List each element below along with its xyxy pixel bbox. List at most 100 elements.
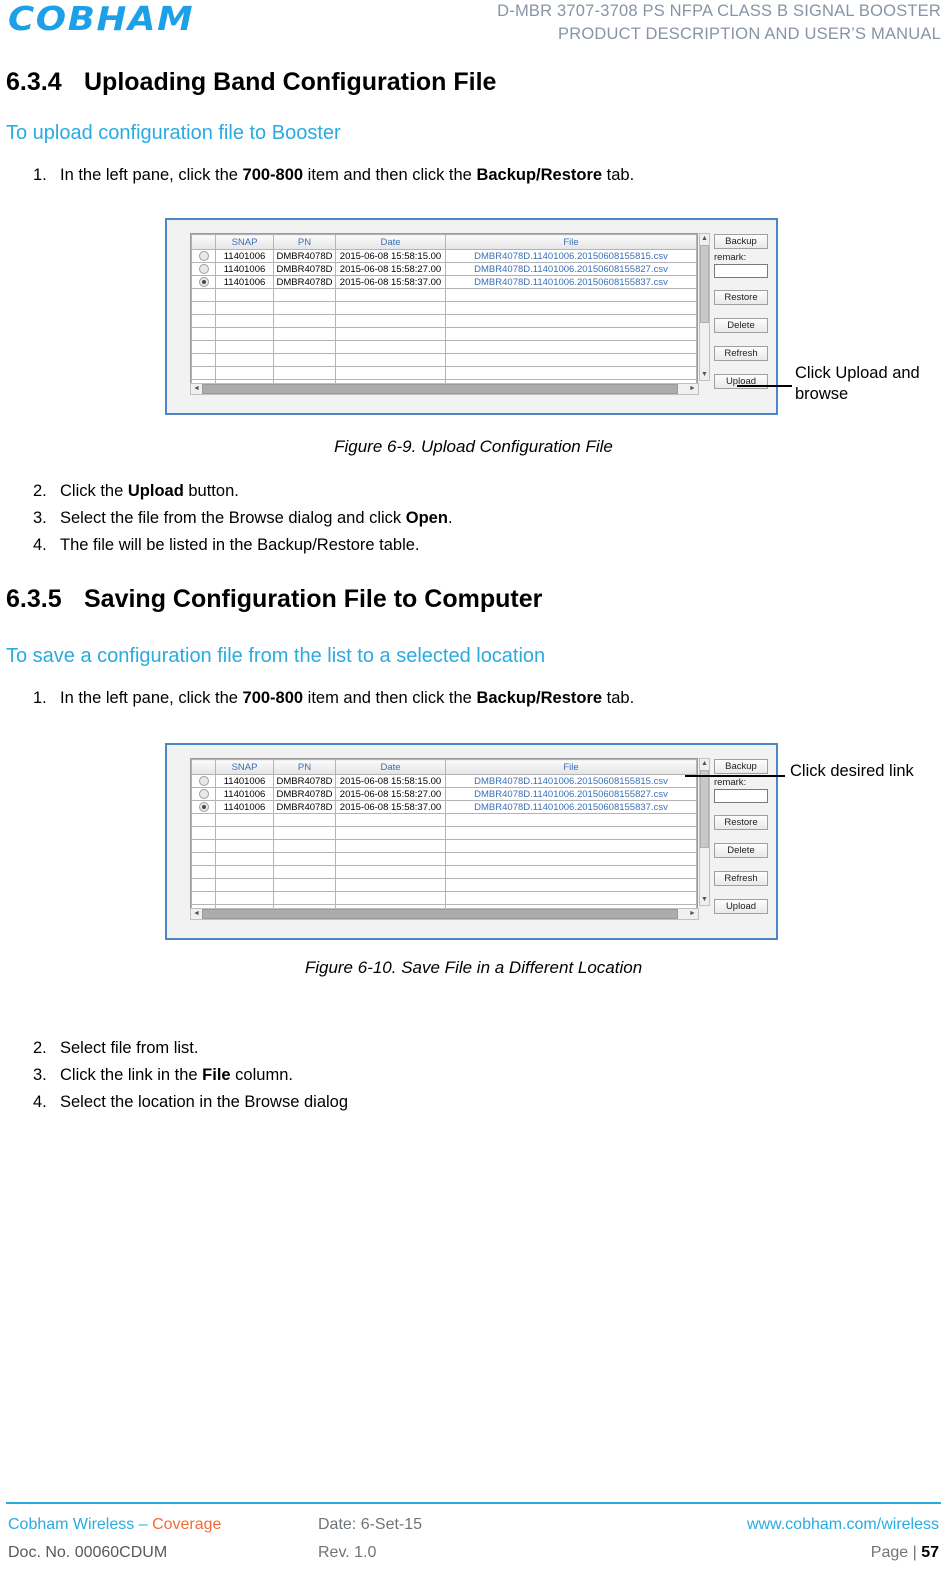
- table-row[interactable]: 11401006 DMBR4078D 2015-06-08 15:58:27.0…: [191, 262, 697, 276]
- table-row-empty[interactable]: [191, 288, 697, 302]
- step-bold-open: Open: [405, 509, 448, 527]
- cell-file-link[interactable]: DMBR4078D.11401006.20150608155815.csv: [445, 249, 697, 263]
- section-subtitle-634: To upload configuration file to Booster: [6, 122, 341, 144]
- figure-6-10-screenshot: SNAP PN Date File 11401006 DMBR4078D 201…: [165, 743, 778, 940]
- table-row-empty[interactable]: [191, 340, 697, 354]
- table-row-empty[interactable]: [191, 852, 697, 866]
- refresh-button[interactable]: Refresh: [714, 346, 768, 361]
- table-row[interactable]: 11401006 DMBR4078D 2015-06-08 15:58:37.0…: [191, 800, 697, 814]
- column-header-file[interactable]: File: [445, 234, 697, 250]
- table-row-empty[interactable]: [191, 891, 697, 905]
- column-header-snap[interactable]: SNAP: [215, 759, 274, 775]
- radio-button-icon[interactable]: [198, 788, 209, 799]
- table-row-empty[interactable]: [191, 813, 697, 827]
- table-vertical-scrollbar[interactable]: ▲ ▼: [699, 233, 710, 381]
- radio-button-selected-icon[interactable]: [198, 801, 209, 812]
- scroll-right-arrow-icon[interactable]: ►: [689, 385, 696, 392]
- cell-pn: DMBR4078D: [273, 800, 336, 814]
- row-radio-cell[interactable]: [191, 774, 216, 788]
- row-radio-cell[interactable]: [191, 262, 216, 276]
- backup-button[interactable]: Backup: [714, 234, 768, 249]
- radio-button-icon[interactable]: [198, 250, 209, 261]
- scroll-left-arrow-icon[interactable]: ◄: [193, 910, 200, 917]
- cell-file-link[interactable]: DMBR4078D.11401006.20150608155827.csv: [445, 262, 697, 276]
- table-row-empty[interactable]: [191, 314, 697, 328]
- table-body: 11401006 DMBR4078D 2015-06-08 15:58:15.0…: [191, 774, 697, 918]
- table-horizontal-scrollbar[interactable]: ◄ ►: [190, 383, 699, 395]
- table-horizontal-scrollbar[interactable]: ◄ ►: [190, 908, 699, 920]
- column-header-select[interactable]: [191, 234, 216, 250]
- row-radio-cell[interactable]: [191, 787, 216, 801]
- table-row[interactable]: 11401006 DMBR4078D 2015-06-08 15:58:27.0…: [191, 787, 697, 801]
- column-header-snap[interactable]: SNAP: [215, 234, 274, 250]
- scroll-left-arrow-icon[interactable]: ◄: [193, 385, 200, 392]
- figure-caption-6-10: Figure 6-10. Save File in a Different Lo…: [304, 958, 643, 977]
- column-header-file[interactable]: File: [445, 759, 697, 775]
- restore-button[interactable]: Restore: [714, 290, 768, 305]
- step-number: 4.: [33, 1093, 47, 1111]
- row-radio-cell[interactable]: [191, 800, 216, 814]
- column-header-pn[interactable]: PN: [273, 759, 336, 775]
- scroll-up-arrow-icon[interactable]: ▲: [700, 759, 709, 769]
- column-header-date[interactable]: Date: [335, 234, 446, 250]
- column-header-date[interactable]: Date: [335, 759, 446, 775]
- cell-pn: DMBR4078D: [273, 249, 336, 263]
- table-body: 11401006 DMBR4078D 2015-06-08 15:58:15.0…: [191, 249, 697, 393]
- table-row-empty[interactable]: [191, 878, 697, 892]
- scroll-right-arrow-icon[interactable]: ►: [689, 910, 696, 917]
- vertical-scroll-thumb[interactable]: [700, 770, 709, 848]
- step-number: 3.: [33, 509, 47, 527]
- table-row-empty[interactable]: [191, 839, 697, 853]
- cell-pn: DMBR4078D: [273, 774, 336, 788]
- footer-company-name: Cobham Wireless: [8, 1516, 135, 1533]
- step-text-post: tab.: [602, 166, 635, 184]
- horizontal-scroll-thumb[interactable]: [202, 384, 678, 394]
- table-row-empty[interactable]: [191, 826, 697, 840]
- refresh-button[interactable]: Refresh: [714, 871, 768, 886]
- table-vertical-scrollbar[interactable]: ▲ ▼: [699, 758, 710, 906]
- delete-button[interactable]: Delete: [714, 318, 768, 333]
- remark-input[interactable]: [714, 789, 768, 803]
- step-text: The file will be listed in the Backup/Re…: [60, 536, 420, 554]
- horizontal-scroll-thumb[interactable]: [202, 909, 678, 919]
- footer-doc-number: Doc. No. 00060CDUM: [8, 1544, 168, 1561]
- table-row-empty[interactable]: [191, 301, 697, 315]
- table-row[interactable]: 11401006 DMBR4078D 2015-06-08 15:58:15.0…: [191, 774, 697, 788]
- backup-restore-grid: SNAP PN Date File 11401006 DMBR4078D 201…: [191, 759, 697, 918]
- cell-date: 2015-06-08 15:58:27.00: [335, 787, 446, 801]
- restore-button[interactable]: Restore: [714, 815, 768, 830]
- radio-button-selected-icon[interactable]: [198, 276, 209, 287]
- scroll-down-arrow-icon[interactable]: ▼: [700, 895, 709, 905]
- table-row-empty[interactable]: [191, 353, 697, 367]
- upload-button[interactable]: Upload: [714, 899, 768, 914]
- table-row[interactable]: 11401006 DMBR4078D 2015-06-08 15:58:15.0…: [191, 249, 697, 263]
- remark-input[interactable]: [714, 264, 768, 278]
- step-635-3: 3.Click the link in the File column.: [33, 1065, 293, 1085]
- radio-button-icon[interactable]: [198, 263, 209, 274]
- scroll-down-arrow-icon[interactable]: ▼: [700, 370, 709, 380]
- table-row-empty[interactable]: [191, 327, 697, 341]
- column-header-select[interactable]: [191, 759, 216, 775]
- cell-file-link[interactable]: DMBR4078D.11401006.20150608155815.csv: [445, 774, 697, 788]
- step-text-post: column.: [230, 1066, 293, 1084]
- radio-button-icon[interactable]: [198, 775, 209, 786]
- scroll-up-arrow-icon[interactable]: ▲: [700, 234, 709, 244]
- table-row-empty[interactable]: [191, 366, 697, 380]
- row-radio-cell[interactable]: [191, 275, 216, 289]
- backup-button[interactable]: Backup: [714, 759, 768, 774]
- section-number-635: 6.3.5: [6, 585, 62, 613]
- step-635-2: 2.Select file from list.: [33, 1038, 198, 1058]
- step-number: 2.: [33, 482, 47, 500]
- column-header-pn[interactable]: PN: [273, 234, 336, 250]
- row-radio-cell[interactable]: [191, 249, 216, 263]
- cell-file-link[interactable]: DMBR4078D.11401006.20150608155837.csv: [445, 800, 697, 814]
- footer-website-link[interactable]: www.cobham.com/wireless: [746, 1516, 939, 1533]
- step-text: Select file from list.: [60, 1039, 199, 1057]
- table-row-empty[interactable]: [191, 865, 697, 879]
- delete-button[interactable]: Delete: [714, 843, 768, 858]
- cell-file-link[interactable]: DMBR4078D.11401006.20150608155837.csv: [445, 275, 697, 289]
- table-row[interactable]: 11401006 DMBR4078D 2015-06-08 15:58:37.0…: [191, 275, 697, 289]
- cell-file-link[interactable]: DMBR4078D.11401006.20150608155827.csv: [445, 787, 697, 801]
- vertical-scroll-thumb[interactable]: [700, 245, 709, 323]
- figure-caption-6-9: Figure 6-9. Upload Configuration File: [334, 437, 613, 456]
